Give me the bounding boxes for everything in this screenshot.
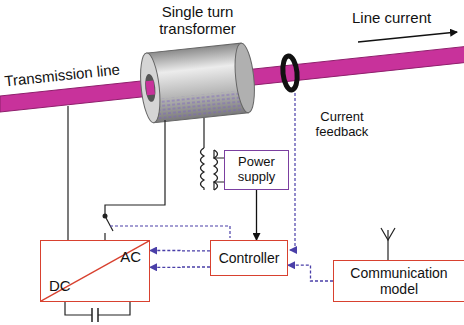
converter-box: AC DC	[40, 240, 150, 302]
wire	[65, 302, 92, 315]
controller-box: Controller	[210, 240, 288, 276]
wire	[67, 106, 68, 240]
connector-arrow	[256, 190, 257, 240]
wire	[105, 120, 165, 214]
node-text: DC	[49, 278, 71, 293]
connector-arrow	[150, 250, 210, 252]
current-sensor-ring	[281, 55, 298, 90]
power-supply-box: Power supply	[224, 150, 289, 190]
connector-arrow	[288, 265, 333, 281]
transformer-label: Single turn transformer	[130, 3, 265, 38]
wire	[203, 118, 204, 148]
primary-coil	[201, 148, 205, 190]
antenna	[387, 230, 388, 260]
node-text: Controller	[219, 250, 280, 266]
communication-box: Communication model	[333, 260, 464, 302]
wire	[98, 302, 130, 315]
connector-arrow	[150, 266, 210, 268]
node-text: AC	[120, 249, 141, 264]
capacitor-plate	[97, 308, 99, 322]
node-text: Communication model	[338, 265, 460, 297]
feedback-label: Current feedback	[302, 110, 382, 140]
transformer-cylinder	[138, 42, 258, 123]
antenna	[381, 228, 395, 240]
switch-blade	[105, 216, 113, 231]
current-arrow	[358, 32, 457, 42]
current-label: Line current	[352, 9, 452, 26]
capacitor-plate	[91, 308, 93, 322]
switch-control-line	[110, 226, 230, 238]
node-text: Power supply	[229, 155, 284, 185]
wire	[104, 233, 105, 240]
feedback-line	[290, 93, 295, 250]
